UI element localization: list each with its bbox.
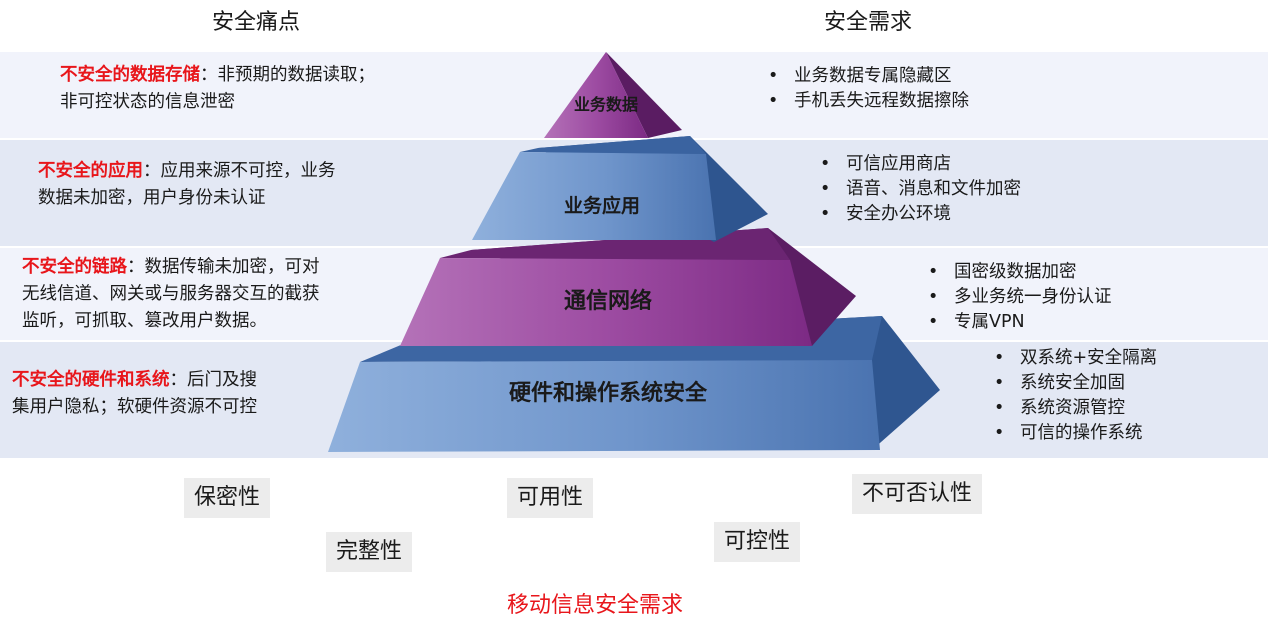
pyramid-tier-network: 通信网络: [400, 228, 856, 346]
property-controllability: 可控性: [714, 522, 800, 562]
tier-label: 业务数据: [574, 95, 638, 114]
requirement-item: 可信应用商店: [818, 152, 1021, 177]
requirement-item: 双系统+安全隔离: [992, 346, 1157, 371]
pain-highlight: 不安全的硬件和系统: [12, 370, 170, 390]
requirement-item: 专属VPN: [926, 310, 1112, 335]
requirement-item: 安全办公环境: [818, 202, 1021, 227]
requirement-item: 可信的操作系统: [992, 421, 1157, 446]
property-confidentiality: 保密性: [184, 478, 270, 518]
requirement-item: 语音、消息和文件加密: [818, 177, 1021, 202]
requirement-item: 多业务统一身份认证: [926, 285, 1112, 310]
requirement-item: 系统资源管控: [992, 396, 1157, 421]
pain-point-hardware: 不安全的硬件和系统：后门及搜 集用户隐私；软硬件资源不可控: [12, 367, 257, 421]
requirement-item: 手机丢失远程数据擦除: [766, 89, 969, 114]
requirements-list-hardware: 双系统+安全隔离 系统安全加固 系统资源管控 可信的操作系统: [992, 346, 1157, 446]
tier-label: 通信网络: [564, 288, 652, 314]
pain-point-data-storage: 不安全的数据存储：非预期的数据读取； 非可控状态的信息泄密: [60, 62, 375, 116]
pain-text: 集用户隐私；软硬件资源不可控: [12, 397, 257, 417]
pain-highlight: 不安全的应用: [38, 161, 143, 181]
pain-text: 数据未加密，用户身份未认证: [38, 188, 266, 208]
pyramid-tier-data: 业务数据: [544, 52, 682, 138]
property-non-repudiation: 不可否认性: [852, 474, 982, 514]
pain-text: ：后门及搜: [170, 370, 258, 390]
pain-text: 非可控状态的信息泄密: [60, 92, 235, 112]
requirements-list-network: 国密级数据加密 多业务统一身份认证 专属VPN: [926, 260, 1112, 335]
requirements-list-apps: 可信应用商店 语音、消息和文件加密 安全办公环境: [818, 152, 1021, 227]
requirements-list-data: 业务数据专属隐藏区 手机丢失远程数据擦除: [766, 64, 969, 114]
pain-point-apps: 不安全的应用：应用来源不可控，业务 数据未加密，用户身份未认证: [38, 158, 336, 212]
tier-label: 硬件和操作系统安全: [509, 380, 708, 406]
pain-text: 监听，可抓取、篡改用户数据。: [22, 311, 267, 331]
pain-text: ：数据传输未加密，可对: [127, 257, 320, 277]
property-integrity: 完整性: [326, 532, 412, 572]
pain-point-links: 不安全的链路：数据传输未加密，可对 无线信道、网关或与服务器交互的截获 监听，可…: [22, 254, 320, 335]
pain-highlight: 不安全的链路: [22, 257, 127, 277]
pain-highlight: 不安全的数据存储: [60, 65, 200, 85]
requirement-item: 系统安全加固: [992, 371, 1157, 396]
requirement-item: 业务数据专属隐藏区: [766, 64, 969, 89]
pain-text: ：非预期的数据读取；: [200, 65, 375, 85]
pain-text: 无线信道、网关或与服务器交互的截获: [22, 284, 320, 304]
requirement-item: 国密级数据加密: [926, 260, 1112, 285]
tier-label: 业务应用: [564, 194, 640, 217]
property-availability: 可用性: [507, 478, 593, 518]
pyramid-tier-apps: 业务应用: [472, 136, 768, 242]
diagram-caption: 移动信息安全需求: [0, 587, 1190, 619]
pain-text: ：应用来源不可控，业务: [143, 161, 336, 181]
